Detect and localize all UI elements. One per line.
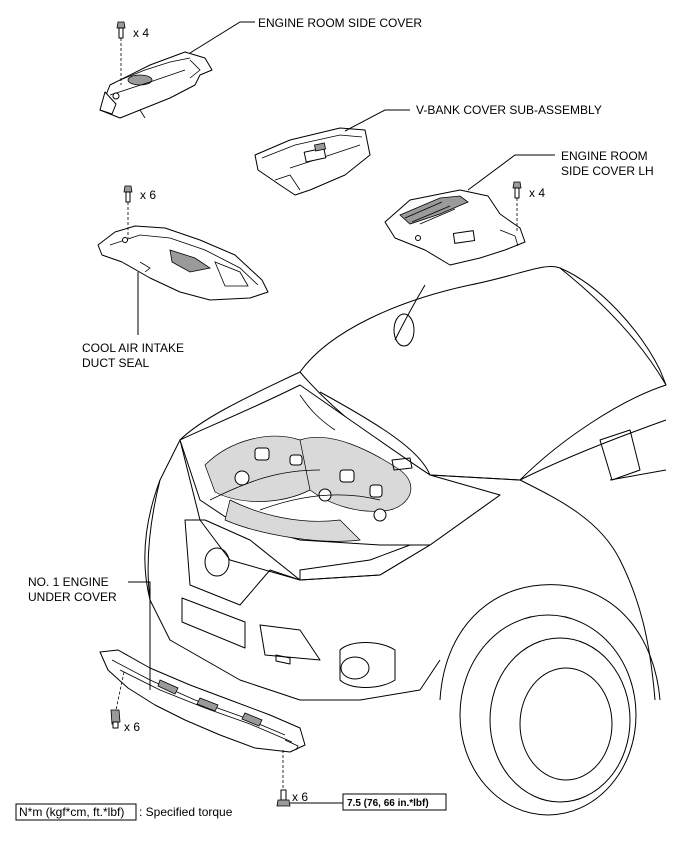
no1-engine-under-cover: [99, 649, 306, 753]
torque-box: [342, 793, 447, 811]
legend-box: [15, 803, 137, 821]
bolt-under-cover-bottom: [276, 750, 291, 807]
v-bank-cover: [254, 127, 371, 196]
legend-text: : Specified torque: [139, 805, 233, 819]
label-engine-room-side-cover: ENGINE ROOM SIDE COVER: [258, 16, 422, 30]
label-no1-under-cover-2: UNDER COVER: [28, 590, 117, 604]
bolt-intake-seal: [123, 185, 133, 238]
label-v-bank-cover: V-BANK COVER SUB-ASSEMBLY: [416, 103, 602, 117]
label-no1-under-cover-1: NO. 1 ENGINE: [28, 575, 109, 589]
bolt-side-cover: [116, 21, 126, 85]
engine-room-side-cover: [99, 51, 213, 119]
count-intake-seal: x 6: [140, 188, 156, 202]
label-engine-room-side-cover-lh-2: SIDE COVER LH: [561, 164, 654, 178]
label-engine-room-side-cover-lh-1: ENGINE ROOM: [561, 149, 648, 163]
count-side-cover-lh: x 4: [529, 186, 545, 200]
bolt-under-cover-left: [110, 671, 125, 729]
count-side-cover: x 4: [133, 26, 149, 40]
label-cool-air-intake-2: DUCT SEAL: [82, 356, 149, 370]
engine-room-side-cover-lh: [384, 189, 526, 266]
torque-value: 7.5 (76, 66 in.*lbf): [347, 798, 429, 809]
label-cool-air-intake-1: COOL AIR INTAKE: [82, 341, 184, 355]
bolt-side-cover-lh: [512, 181, 522, 232]
count-under-cover-bottom: x 6: [292, 790, 308, 804]
cool-air-intake-duct-seal: [97, 225, 269, 301]
vehicle-front: [144, 266, 667, 816]
engine-bay: [179, 384, 501, 546]
count-under-cover-left: x 6: [124, 720, 140, 734]
legend-box-text: N*m (kgf*cm, ft.*lbf): [19, 805, 124, 819]
